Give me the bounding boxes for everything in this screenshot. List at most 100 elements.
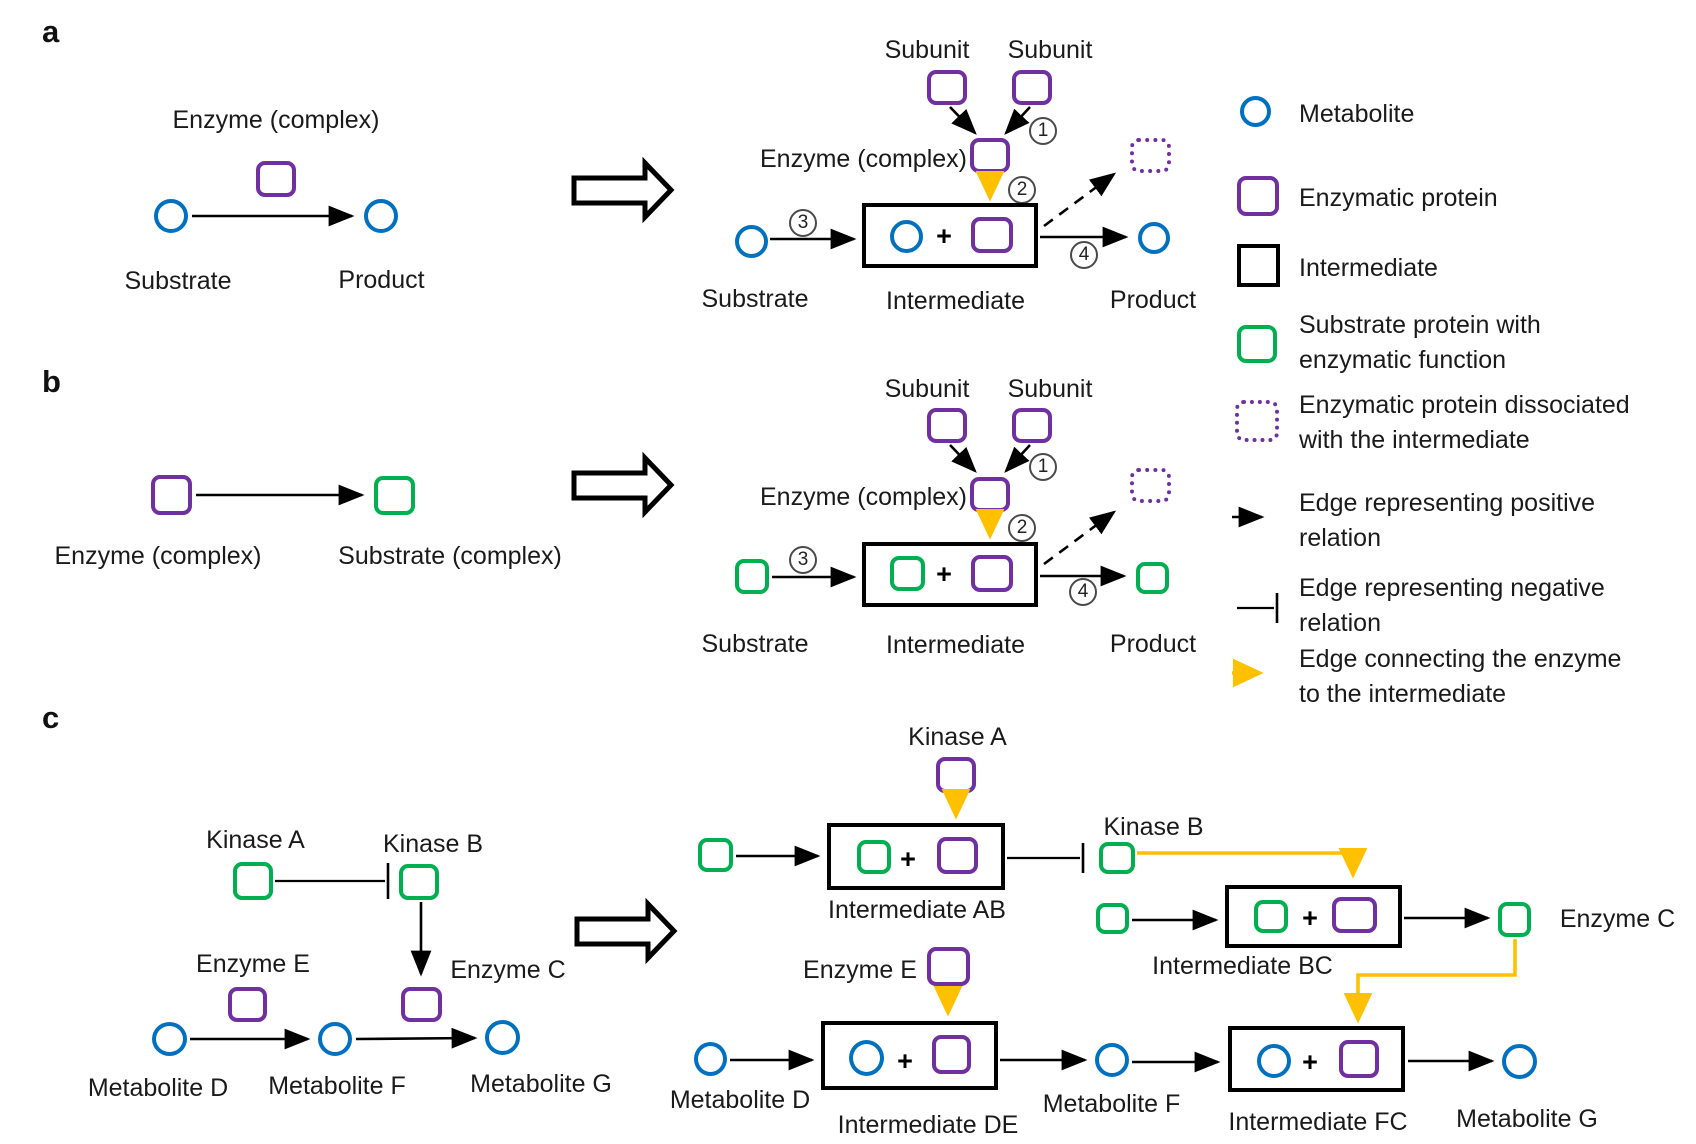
b-subunit-left-label: Subunit	[884, 375, 970, 403]
c-kinase-b-label: Kinase B	[1103, 813, 1204, 841]
a-expanded-intermediate-label: Intermediate	[886, 287, 1025, 315]
c-metabolite-g-circle	[1502, 1044, 1537, 1079]
a-subunit-left-arrow	[949, 106, 977, 135]
c-simple-enzyme-c-square	[401, 987, 442, 1022]
c-metabolite-d-label: Metabolite D	[669, 1086, 811, 1114]
c-de-box-metabolite-circle	[849, 1040, 884, 1076]
b-simple-substrate-label: Substrate (complex)	[338, 542, 562, 570]
b-subunit-left-square	[927, 408, 967, 443]
legend-negative-edge-label: Edge representing negative relation	[1299, 574, 1605, 637]
a-simple-product-label: Product	[338, 266, 425, 294]
legend-enzymatic-protein-label: Enzymatic protein	[1299, 184, 1498, 212]
c-simple-metabolite-d-circle	[152, 1022, 187, 1056]
c-kinase-b-square	[1099, 842, 1135, 874]
c-ab-box-enzyme-square	[937, 837, 978, 874]
b-expanded-enzyme-label: Enzyme (complex)	[760, 483, 967, 511]
legend-enzymatic-protein-square-icon	[1237, 176, 1279, 216]
b-expanded-substrate-label: Substrate	[701, 630, 809, 658]
legend-intermediate-square-icon	[1237, 244, 1280, 287]
legend-dissociated-protein-square-icon	[1235, 400, 1279, 442]
b-expanded-product-label: Product	[1109, 630, 1197, 658]
panel-a-letter: a	[42, 14, 60, 49]
c-enzyme-e-label: Enzyme E	[803, 956, 917, 984]
a-simple-substrate-circle	[154, 199, 188, 233]
a-expanded-product-label: Product	[1109, 286, 1197, 314]
b-subunit-right-square	[1012, 408, 1052, 443]
c-intermediate-ab-label: Intermediate AB	[828, 896, 1006, 924]
c-intermediate-fc-box	[1228, 1026, 1405, 1092]
c-fc-box-metabolite-circle	[1257, 1044, 1291, 1078]
c-bc-box-plus: +	[1302, 903, 1318, 933]
a-substrate-circle	[735, 225, 768, 258]
b-product-square	[1136, 562, 1169, 594]
c-metabolite-f-label: Metabolite F	[1042, 1090, 1181, 1118]
b-simple-enzyme-label: Enzyme (complex)	[54, 542, 262, 570]
c-kinase-a-square	[936, 757, 976, 793]
a-box-plus: +	[936, 221, 952, 251]
b-simple-substrate-square	[374, 476, 415, 515]
a-enzyme-complex-square	[970, 138, 1010, 173]
a-step-3-badge: 3	[789, 209, 817, 237]
b-simple-enzyme-square	[151, 475, 192, 515]
b-intermediate-box	[862, 542, 1038, 607]
b-box-plus: +	[936, 559, 952, 589]
legend-positive-edge-label: Edge representing positive relation	[1299, 489, 1596, 552]
a-step-1-badge: 1	[1029, 117, 1057, 145]
c-metabolite-f-circle	[1095, 1043, 1129, 1077]
a-simple-enzyme-square	[256, 161, 296, 197]
c-fc-box-plus: +	[1302, 1047, 1318, 1077]
b-subunit-right-label: Subunit	[1007, 375, 1093, 403]
legend-intermediate-label: Intermediate	[1299, 254, 1438, 282]
a-box-metabolite-circle	[890, 220, 923, 253]
a-subunit-right-arrow	[1004, 106, 1031, 135]
legend-metabolite-label: Metabolite	[1299, 100, 1415, 128]
panel-c-letter: c	[42, 700, 60, 735]
c-de-box-enzyme-square	[932, 1035, 971, 1074]
c-enzyme-c-label: Enzyme C	[1559, 905, 1676, 933]
b-expanded-intermediate-label: Intermediate	[886, 631, 1025, 659]
legend-substrate-protein-square-icon	[1237, 325, 1277, 363]
a-product-circle	[1138, 222, 1170, 254]
c-intermediate-bc-box	[1225, 885, 1402, 948]
a-expanded-enzyme-label: Enzyme (complex)	[760, 145, 967, 173]
c-intermediate-ab-box	[827, 823, 1005, 890]
c-simple-metabolite-g-circle	[485, 1020, 520, 1055]
a-subunit-right-label: Subunit	[1007, 36, 1093, 64]
b-subunit-right-arrow	[1004, 444, 1031, 473]
b-subunit-left-arrow	[949, 444, 977, 473]
a-step-4-badge: 4	[1070, 241, 1098, 269]
b-enzyme-complex-square	[970, 477, 1010, 512]
c-kinase-b-bc-yellow-edge	[1137, 848, 1368, 879]
c-simple-enzyme-e-square	[228, 987, 267, 1022]
c-metabolite-g-label: Metabolite G	[1456, 1105, 1598, 1133]
c-intermediate-fc-label: Intermediate FC	[1228, 1108, 1408, 1136]
a-subunit-right-square	[1012, 70, 1052, 105]
a-simple-substrate-label: Substrate	[124, 267, 232, 295]
c-simple-metabolite-f-label: Metabolite F	[268, 1072, 406, 1100]
c-simple-enzyme-e-label: Enzyme E	[196, 950, 310, 978]
a-dissociation-dashed-arrow	[1043, 172, 1117, 228]
a-dissociated-enzyme-square	[1130, 138, 1171, 173]
b-substrate-square	[735, 559, 769, 594]
c-intermediate-de-label: Intermediate DE	[837, 1111, 1019, 1139]
panel-a-transform-arrow	[571, 156, 675, 224]
c-simple-kinase-b-label: Kinase B	[382, 830, 484, 858]
c-simple-metabolite-d-label: Metabolite D	[87, 1074, 229, 1102]
c-ab-box-plus: +	[900, 844, 916, 874]
c-bc-substrate-square	[1096, 903, 1129, 934]
c-simple-enzyme-c-label: Enzyme C	[450, 956, 566, 984]
c-bc-box-substrate-square	[1254, 900, 1288, 933]
c-intermediate-de-box	[821, 1021, 998, 1090]
a-simple-product-circle	[364, 199, 398, 233]
a-step-2-badge: 2	[1008, 176, 1036, 204]
legend-enzyme-edge-label: Edge connecting the enzyme to the interm…	[1299, 645, 1622, 708]
c-de-box-plus: +	[897, 1046, 913, 1076]
c-simple-kinase-a-label: Kinase A	[206, 826, 305, 854]
panel-b-letter: b	[42, 364, 61, 399]
c-metabolite-d-circle	[694, 1042, 727, 1076]
c-simple-kinase-a-square	[233, 862, 273, 900]
c-ab-box-substrate-square	[857, 840, 891, 874]
c-intermediate-bc-label: Intermediate BC	[1152, 952, 1333, 980]
c-bc-box-enzyme-square	[1332, 897, 1377, 933]
